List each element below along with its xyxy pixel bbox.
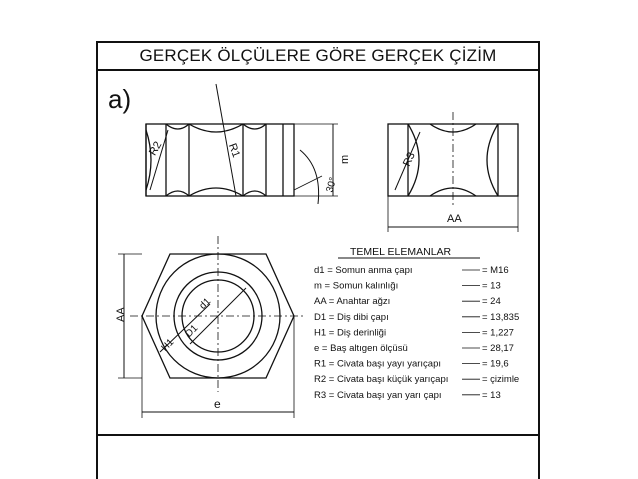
page-title: GERÇEK ÖLÇÜLERE GÖRE GERÇEK ÇİZİM [139, 46, 497, 65]
angle-leader [293, 175, 323, 191]
r1-radius-line [215, 83, 237, 197]
front-arc-top-1 [165, 123, 190, 130]
front-arc-top-2 [188, 123, 244, 133]
side-arc-left [407, 123, 420, 197]
r1-label: R1 [226, 142, 242, 159]
table-row-name: d1 = Somun anma çapı [314, 265, 413, 276]
table-row-name: R2 = Civata başı küçük yarıçapı [314, 374, 448, 385]
front-arc-top-3 [242, 123, 267, 130]
table-row-name: m = Somun kalınlığı [314, 281, 398, 292]
e-label: e [214, 397, 221, 411]
table-row-name: D1 = Diş dibi çapı [314, 312, 389, 323]
table-title: TEMEL ELEMANLAR [350, 246, 452, 258]
aa-bottom-label: AA [447, 213, 462, 225]
table-row-value: = 13 [482, 281, 501, 292]
front-arc-bottom-3 [242, 190, 267, 197]
m-label: m [339, 155, 351, 164]
r2-radius-line [149, 129, 169, 191]
table-row-value: = 28,17 [482, 343, 514, 354]
table-row-value: = 13,835 [482, 312, 519, 323]
nut-side-view [387, 112, 519, 206]
H1-label: H1 [160, 337, 177, 354]
table-rows: d1 = Somun anma çapı = M16 m = Somun kalın… [314, 265, 519, 401]
nut-front-view [145, 123, 295, 197]
table-row-value: = 13 [482, 390, 501, 401]
part-label: a) [108, 84, 132, 114]
table-row-name: H1 = Diş derinliği [314, 327, 386, 338]
side-arc-right [486, 123, 499, 197]
front-arc-bottom-1 [165, 190, 190, 197]
table-row-name: e = Baş altıgen ölçüsü [314, 343, 408, 354]
aa-side-label: AA [115, 307, 127, 322]
title-bar: GERÇEK ÖLÇÜLERE GÖRE GERÇEK ÇİZİM [96, 41, 540, 71]
table-row-value: = 24 [482, 296, 501, 307]
table-row-name: AA = Anahtar ağzı [314, 296, 390, 307]
drawing-frame [96, 41, 540, 479]
table-row-value: = M16 [482, 265, 509, 276]
table-row-value: = çizimle [482, 374, 519, 385]
front-chamfer-left [145, 129, 152, 191]
table-row-name: R3 = Civata başı yan yarı çapı [314, 390, 442, 401]
table-row-name: R1 = Civata başı yayı yarıçapı [314, 359, 441, 370]
angle-arc [299, 149, 320, 205]
table-row-value: = 1,227 [482, 327, 514, 338]
r3-radius-line [394, 131, 421, 191]
D1-label: D1 [184, 323, 201, 340]
angle-label: 30° [325, 176, 340, 193]
front-arc-bottom-2 [188, 187, 244, 197]
nut-top-view [130, 236, 306, 392]
bottom-border-line [96, 434, 540, 436]
r3-label: R3 [401, 151, 418, 169]
d1-label: d1 [198, 296, 214, 312]
d1-diameter-line [189, 287, 247, 345]
table-row-value: = 19,6 [482, 359, 509, 370]
h1-leader-line [159, 303, 211, 353]
nut-front-outline [145, 123, 295, 197]
